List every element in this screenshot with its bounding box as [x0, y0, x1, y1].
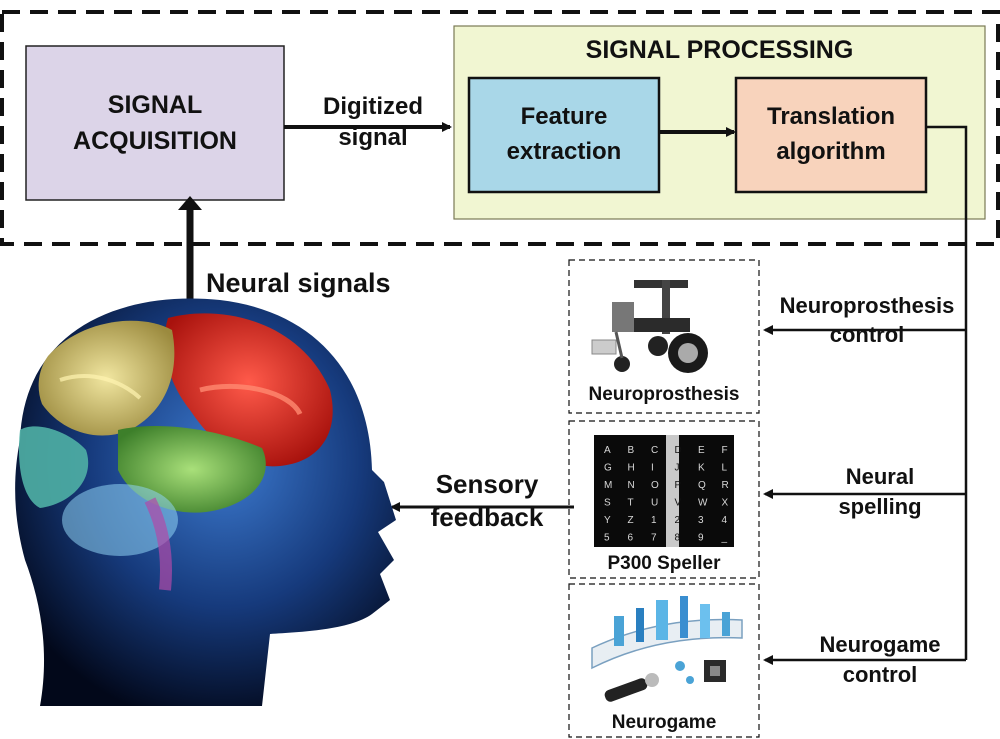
speller-char: 7 — [651, 533, 657, 544]
neural-signals-label: Neural signals — [206, 268, 391, 298]
speller-box — [568, 420, 760, 579]
speller-char: V — [675, 498, 682, 509]
speller-char: 4 — [722, 515, 728, 526]
feature-box-shape — [467, 76, 661, 194]
speller-char: H — [628, 463, 635, 474]
speller-char: 1 — [651, 515, 657, 526]
speller-char: B — [628, 445, 635, 456]
speller-char: C — [651, 445, 658, 456]
speller-char: D — [675, 445, 682, 456]
speller-char: J — [675, 463, 680, 474]
speller-caption: P300 Speller — [607, 553, 721, 574]
speller-char: Y — [604, 515, 611, 526]
signal-processing-title: SIGNAL PROCESSING — [585, 36, 854, 64]
neuroprosthesis-caption: Neuroprosthesis — [588, 384, 740, 405]
speller-char: E — [698, 445, 705, 456]
speller-char: K — [698, 463, 705, 474]
speller-char: L — [722, 463, 728, 474]
speller-char: T — [628, 498, 634, 509]
neurogame-control-label: Neurogame control — [819, 632, 941, 687]
acquisition-box-shape — [25, 45, 285, 201]
speller-grid: A B C D E F G H I J K L M N O P Q R S T U V W X Y Z 1 2 3 4 5 6 7 8 9 _ — [604, 445, 729, 544]
speller-char: W — [698, 498, 708, 509]
speller-char: 2 — [675, 515, 681, 526]
speller-char: G — [604, 463, 612, 474]
neural-spelling-label: Neural spelling — [838, 464, 922, 520]
neurogame-box — [568, 583, 760, 738]
speller-char: 8 — [675, 533, 681, 544]
speller-char: U — [651, 498, 658, 509]
system-boundary — [0, 10, 1000, 246]
speller-char: 3 — [698, 515, 704, 526]
feature-extraction-block: Feature extraction — [506, 103, 622, 165]
speller-char: 5 — [604, 533, 610, 544]
speller-char: 6 — [628, 533, 634, 544]
neurogame-caption: Neurogame — [611, 712, 717, 733]
speller-char: _ — [721, 533, 728, 544]
speller-char: A — [604, 445, 611, 456]
neuroprosthesis-box — [568, 259, 760, 414]
speller-highlight-column — [666, 435, 679, 547]
digitized-signal-label: Digitized signal — [323, 93, 423, 151]
speller-screen — [594, 435, 734, 547]
sensory-feedback-label: Sensory feedback — [430, 469, 544, 533]
signal-acquisition-block: SIGNAL ACQUISITION — [73, 90, 237, 155]
speller-char: R — [722, 480, 729, 491]
speller-char: I — [651, 463, 654, 474]
wheelchair-icon — [591, 280, 708, 373]
speller-char: 9 — [698, 533, 704, 544]
neuroprosthesis-control-label: Neuroprosthesis control — [779, 293, 955, 347]
speller-char: X — [722, 498, 729, 509]
speller-char: Q — [698, 480, 706, 491]
neural-signals-arrow-head — [178, 196, 202, 210]
human-head-icon — [15, 298, 396, 706]
speller-char: F — [722, 445, 728, 456]
output-bus-line — [926, 125, 968, 660]
translation-algorithm-block: Translation algorithm — [766, 103, 896, 165]
neurogame-icon — [591, 596, 743, 702]
translation-box-shape — [734, 76, 928, 194]
speller-char: P — [675, 480, 682, 491]
speller-char: N — [628, 480, 635, 491]
speller-char: Z — [628, 515, 634, 526]
speller-char: O — [651, 480, 659, 491]
speller-char: S — [604, 498, 611, 509]
speller-char: M — [604, 480, 612, 491]
